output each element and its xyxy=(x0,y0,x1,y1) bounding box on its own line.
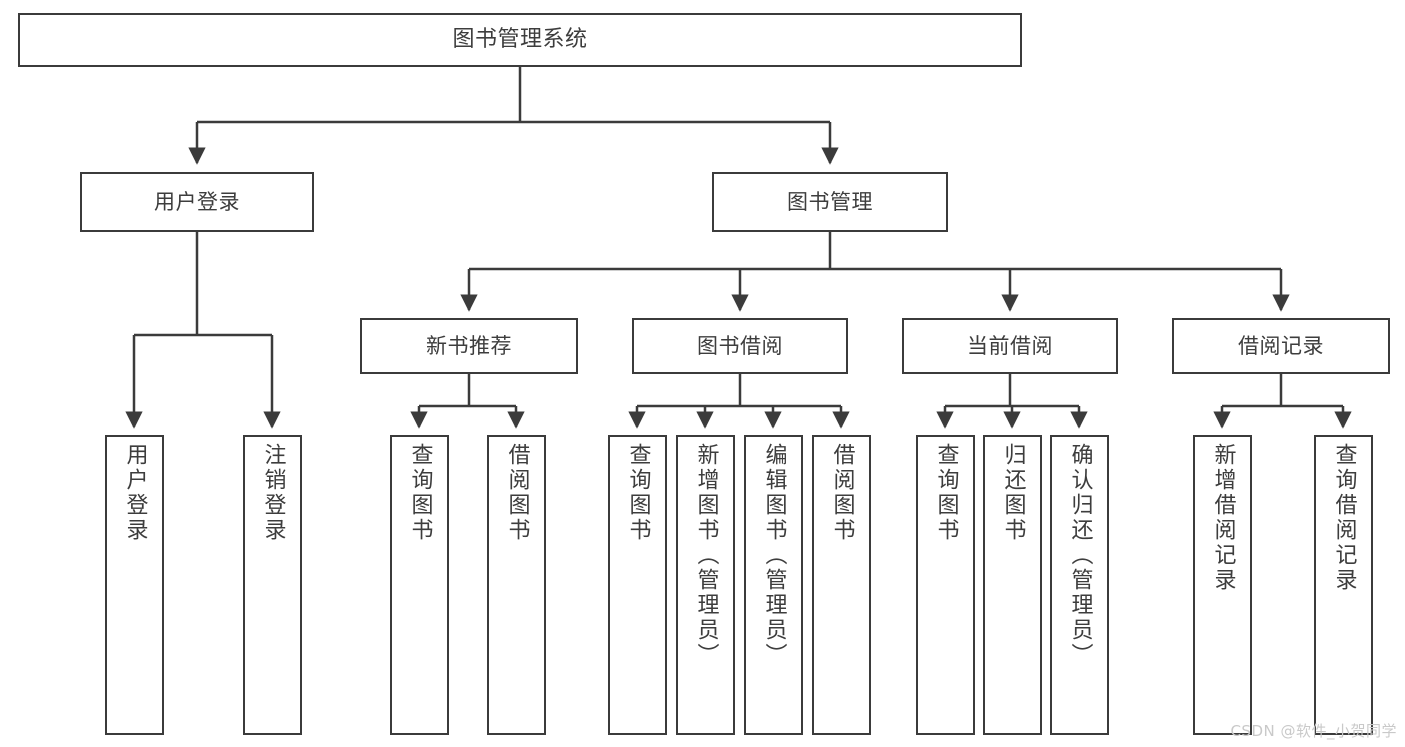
node-label: 查询图书 xyxy=(407,443,433,543)
leaf-borrow-edit-book-admin[interactable]: 编辑图书（管理员） xyxy=(744,435,803,735)
leaf-borrow-add-book-admin[interactable]: 新增图书（管理员） xyxy=(676,435,735,735)
node-label: 新增借阅记录 xyxy=(1210,443,1236,593)
leaf-current-return-book[interactable]: 归还图书 xyxy=(983,435,1042,735)
node-label: 新增图书（管理员） xyxy=(693,443,719,668)
leaf-record-query-record[interactable]: 查询借阅记录 xyxy=(1314,435,1373,735)
node-label: 图书借阅 xyxy=(697,333,783,358)
node-label: 图书管理 xyxy=(787,189,873,214)
csdn-watermark: CSDN @软件_小贺同学 xyxy=(1230,722,1397,740)
node-user-login[interactable]: 用户登录 xyxy=(80,172,314,232)
node-borrow-record[interactable]: 借阅记录 xyxy=(1172,318,1390,374)
node-label: 查询借阅记录 xyxy=(1331,443,1357,593)
node-label: 图书管理系统 xyxy=(452,27,588,53)
leaf-borrow-query-book[interactable]: 查询图书 xyxy=(608,435,667,735)
node-label: 确认归还（管理员） xyxy=(1067,443,1093,668)
leaf-current-confirm-return-admin[interactable]: 确认归还（管理员） xyxy=(1050,435,1109,735)
node-label: 编辑图书（管理员） xyxy=(761,443,787,668)
node-label: 用户登录 xyxy=(122,443,148,543)
node-label: 当前借阅 xyxy=(967,333,1053,358)
leaf-record-add-record[interactable]: 新增借阅记录 xyxy=(1193,435,1252,735)
node-new-book-recommend[interactable]: 新书推荐 xyxy=(360,318,578,374)
node-root-system[interactable]: 图书管理系统 xyxy=(18,13,1022,67)
node-label: 用户登录 xyxy=(154,189,240,214)
node-label: 借阅图书 xyxy=(504,443,530,543)
node-label: 查询图书 xyxy=(933,443,959,543)
node-label: 借阅图书 xyxy=(829,443,855,543)
leaf-recommend-query-book[interactable]: 查询图书 xyxy=(390,435,449,735)
leaf-recommend-borrow-book[interactable]: 借阅图书 xyxy=(487,435,546,735)
node-label: 借阅记录 xyxy=(1238,333,1324,358)
leaf-user-login[interactable]: 用户登录 xyxy=(105,435,164,735)
leaf-current-query-book[interactable]: 查询图书 xyxy=(916,435,975,735)
leaf-borrow-borrow-book[interactable]: 借阅图书 xyxy=(812,435,871,735)
node-label: 注销登录 xyxy=(260,443,286,543)
node-label: 新书推荐 xyxy=(426,333,512,358)
node-label: 归还图书 xyxy=(1000,443,1026,543)
leaf-logout[interactable]: 注销登录 xyxy=(243,435,302,735)
node-label: 查询图书 xyxy=(625,443,651,543)
node-current-borrow[interactable]: 当前借阅 xyxy=(902,318,1118,374)
node-book-borrow[interactable]: 图书借阅 xyxy=(632,318,848,374)
node-book-management[interactable]: 图书管理 xyxy=(712,172,948,232)
